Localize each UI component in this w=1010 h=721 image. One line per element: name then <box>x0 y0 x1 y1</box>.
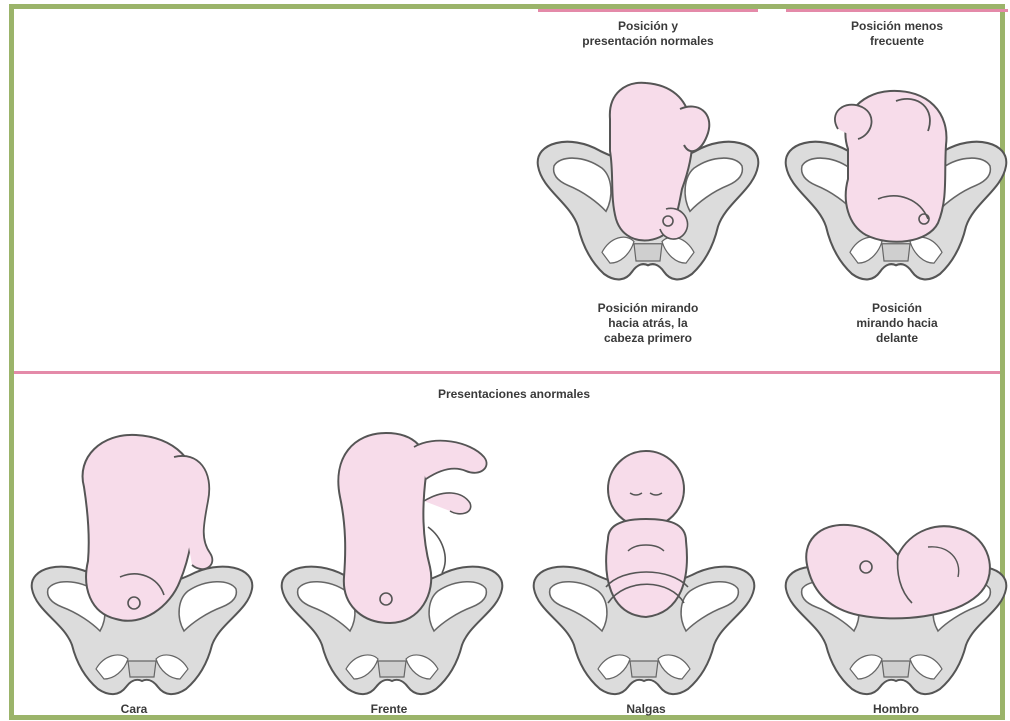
title-less-frequent: Posición menos frecuente <box>786 19 1008 49</box>
title-less-frequent-line2: frecuente <box>786 34 1008 49</box>
label-hombro: Hombro <box>836 702 956 717</box>
label-frente: Frente <box>329 702 449 717</box>
figure-hombro <box>778 427 1010 697</box>
caption-less-frequent-line3: delante <box>786 331 1008 346</box>
accent-bar-less-frequent <box>786 9 1008 12</box>
title-normal-line2: presentación normales <box>538 34 758 49</box>
figure-cara <box>24 427 264 697</box>
label-nalgas: Nalgas <box>586 702 706 717</box>
figure-less-frequent-position <box>778 79 1010 289</box>
label-cara: Cara <box>74 702 194 717</box>
title-normal: Posición y presentación normales <box>538 19 758 49</box>
figure-frente <box>274 427 514 697</box>
caption-normal-line1: Posición mirando <box>538 301 758 316</box>
figure-nalgas <box>526 427 766 697</box>
accent-bar-normal <box>538 9 758 12</box>
caption-normal-line3: cabeza primero <box>538 331 758 346</box>
section-divider <box>14 371 1000 374</box>
caption-less-frequent: Posición mirando hacia delante <box>786 301 1008 346</box>
caption-less-frequent-line2: mirando hacia <box>786 316 1008 331</box>
figure-normal-position <box>530 79 770 289</box>
title-normal-line1: Posición y <box>538 19 758 34</box>
heading-abnormal-presentations: Presentaciones anormales <box>314 387 714 402</box>
caption-less-frequent-line1: Posición <box>786 301 1008 316</box>
caption-normal-line2: hacia atrás, la <box>538 316 758 331</box>
title-less-frequent-line1: Posición menos <box>786 19 1008 34</box>
caption-normal: Posición mirando hacia atrás, la cabeza … <box>538 301 758 346</box>
diagram-frame: Posición y presentación normales Posició… <box>9 4 1005 720</box>
